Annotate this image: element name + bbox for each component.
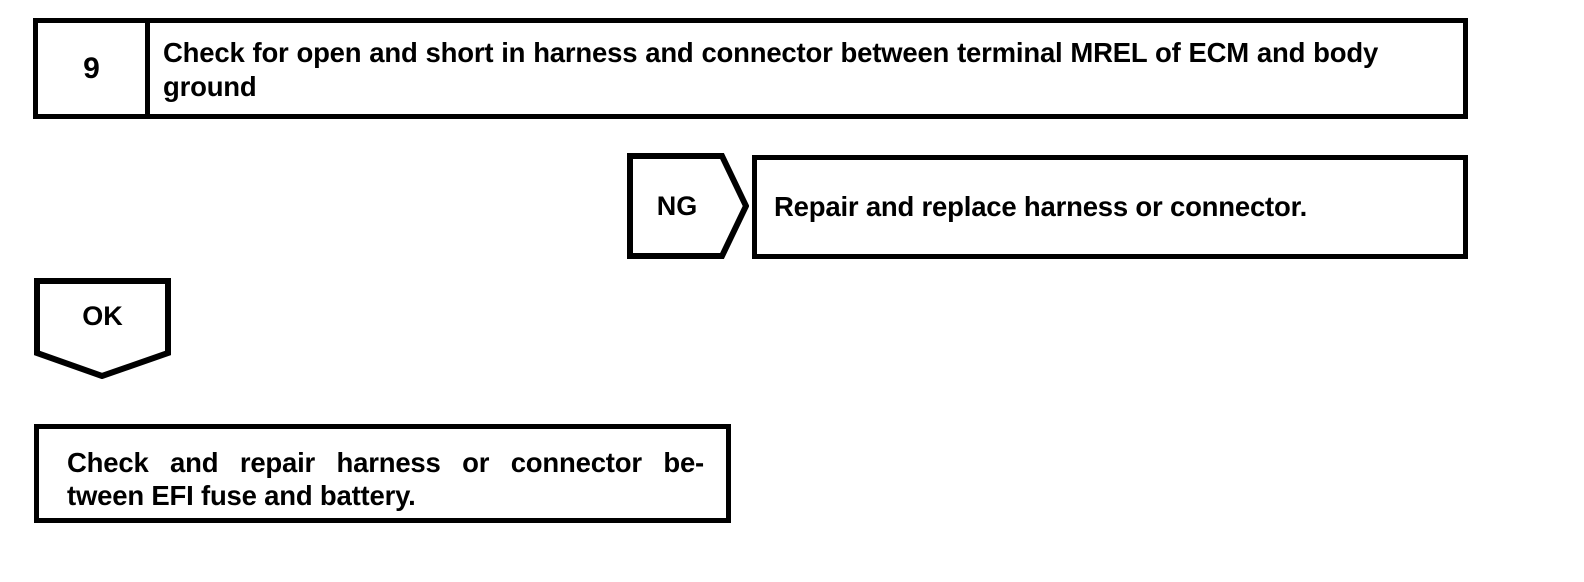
step-instruction-cell: Check for open and short in harness and … (150, 23, 1463, 114)
final-action-box: Check and repair harness or connector be… (34, 424, 731, 523)
ng-result-text: Repair and replace harness or connector. (774, 191, 1308, 222)
step-number: 9 (83, 51, 100, 85)
ng-arrow-icon (627, 153, 749, 259)
ok-arrow-icon (34, 278, 171, 379)
ok-branch-label: OK (82, 300, 123, 331)
ng-branch-arrow (627, 153, 749, 259)
ok-branch-arrow (34, 278, 171, 379)
step-number-cell: 9 (38, 23, 150, 114)
final-action-text: Check and repair harness or connector be… (67, 446, 704, 512)
ng-branch-label: NG (656, 190, 698, 221)
step-box: 9 Check for open and short in harness an… (33, 18, 1468, 119)
final-action-line-2: tween EFI fuse and battery. (67, 480, 416, 511)
step-instruction-text: Check for open and short in harness and … (163, 37, 1379, 102)
ng-result-box: Repair and replace harness or connector. (752, 155, 1468, 259)
final-action-line-1: Check and repair harness or connector be… (67, 447, 704, 478)
